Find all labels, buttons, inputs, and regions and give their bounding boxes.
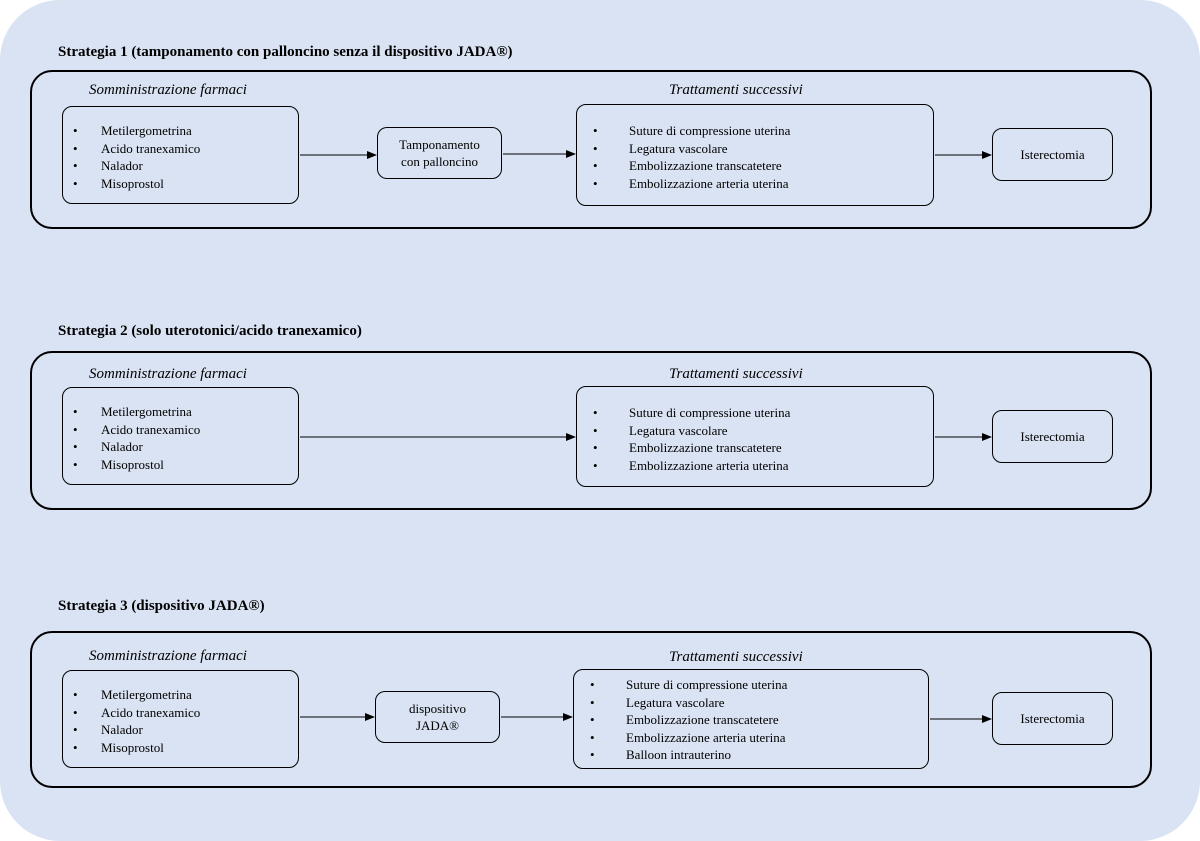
list-item: •Suture di compressione uterina: [593, 123, 791, 138]
list-item: •Acido tranexamico: [73, 704, 201, 720]
strategy-2-panel: [30, 351, 1152, 510]
strategy-2-treatments-label: Trattamenti successivi: [669, 366, 803, 382]
hysterectomy-label: Isterectomia: [1020, 429, 1085, 444]
list-item: •Metilergometrina: [73, 123, 192, 138]
list-item: •Misoprostol: [73, 456, 164, 472]
strategy-2-hysterectomy-box: Isterectomia: [992, 410, 1113, 463]
list-item: •Acido tranexamico: [73, 140, 201, 156]
list-item: •Embolizzazione arteria uterina: [593, 175, 789, 191]
list-item: •Embolizzazione transcatetere: [593, 158, 782, 173]
list-item: •Embolizzazione transcatetere: [593, 440, 782, 455]
list-item: •Suture di compressione uterina: [593, 405, 791, 420]
list-item: •Embolizzazione arteria uterina: [590, 729, 786, 745]
list-item: •Nalador: [73, 722, 143, 737]
list-item: •Metilergometrina: [73, 687, 192, 702]
jada-box-line-1: dispositivo: [408, 701, 467, 716]
hysterectomy-label: Isterectomia: [1020, 147, 1085, 162]
list-item: •Legatura vascolare: [593, 140, 728, 156]
strategy-1-treatments-box: •Suture di compressione uterina •Legatur…: [576, 104, 934, 206]
strategy-2-drugs-box: •Metilergometrina •Acido tranexamico •Na…: [62, 387, 299, 485]
strategy-1-panel: [30, 70, 1152, 229]
strategy-1-drugs-label: Somministrazione farmaci: [89, 82, 247, 98]
list-item: •Embolizzazione arteria uterina: [593, 457, 789, 473]
list-item: •Misoprostol: [73, 739, 164, 755]
strategy-1-drugs-box: •Metilergometrina •Acido tranexamico •Na…: [62, 106, 299, 204]
list-item: •Legatura vascolare: [593, 422, 728, 438]
strategy-3-treatments-box: •Suture di compressione uterina •Legatur…: [573, 669, 929, 769]
strategy-3-drugs-box: •Metilergometrina •Acido tranexamico •Na…: [62, 670, 299, 768]
list-item: •Nalador: [73, 158, 143, 173]
strategy-3-title: Strategia 3 (dispositivo JADA®): [58, 598, 265, 614]
list-item: •Embolizzazione transcatetere: [590, 712, 779, 727]
list-item: •Metilergometrina: [73, 404, 192, 419]
balloon-box-line-1: Tamponamento: [399, 137, 480, 152]
strategy-2-title: Strategia 2 (solo uterotonici/acido tran…: [58, 323, 362, 339]
strategy-1-title: Strategia 1 (tamponamento con palloncino…: [58, 44, 513, 60]
list-item: •Misoprostol: [73, 175, 164, 191]
hysterectomy-label: Isterectomia: [1020, 711, 1085, 726]
list-item: •Suture di compressione uterina: [590, 677, 788, 692]
list-item: •Nalador: [73, 439, 143, 454]
strategy-1-hysterectomy-box: Isterectomia: [992, 128, 1113, 181]
strategy-2-drugs-label: Somministrazione farmaci: [89, 366, 247, 382]
strategy-3-jada-box: dispositivo JADA®: [375, 691, 500, 743]
strategy-3-panel: [30, 631, 1152, 788]
strategy-1-balloon-box: Tamponamento con palloncino: [377, 127, 502, 179]
strategy-1-treatments-label: Trattamenti successivi: [669, 82, 803, 98]
list-item: •Legatura vascolare: [590, 694, 725, 710]
strategy-3-hysterectomy-box: Isterectomia: [992, 692, 1113, 745]
list-item: •Acido tranexamico: [73, 421, 201, 437]
strategy-3-treatments-label: Trattamenti successivi: [669, 649, 803, 665]
balloon-box-line-2: con palloncino: [401, 154, 478, 169]
jada-box-line-2: JADA®: [415, 718, 460, 733]
strategy-3-drugs-label: Somministrazione farmaci: [89, 648, 247, 664]
list-item: •Balloon intrauterino: [590, 747, 732, 762]
strategy-2-treatments-box: •Suture di compressione uterina •Legatur…: [576, 386, 934, 487]
